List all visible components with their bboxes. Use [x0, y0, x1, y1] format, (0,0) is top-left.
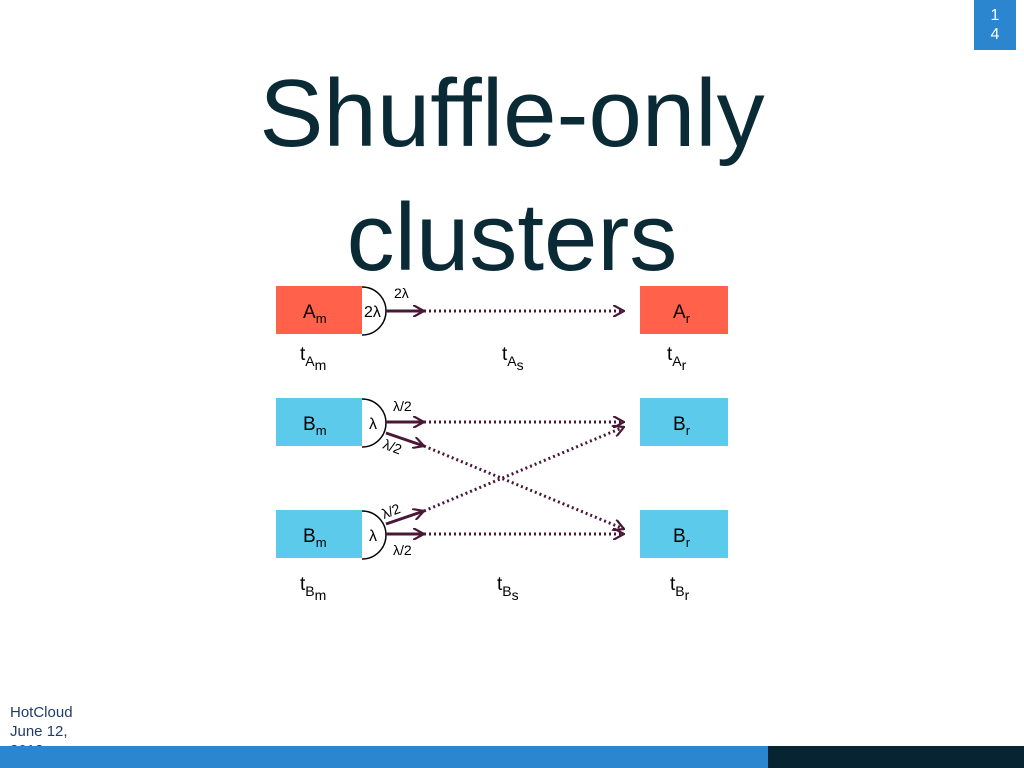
node-b2-m-box — [276, 510, 362, 558]
node-b1-m-box — [276, 398, 362, 446]
node-a-m-box — [276, 286, 362, 334]
rate-b2-in: λ — [369, 528, 377, 545]
node-a-r-label: Ar — [673, 302, 691, 326]
arrow-b2-cross-long — [423, 427, 624, 513]
arrow-b1-cross-long — [423, 444, 624, 529]
node-b1-m-label: Bm — [303, 414, 327, 438]
node-a-r-box — [640, 286, 728, 334]
node-b2-m-label: Bm — [303, 526, 327, 550]
footer-line-1: HotCloud — [10, 704, 73, 721]
title-line-1: Shuffle-only — [259, 60, 765, 167]
node-b1-r-label: Br — [673, 414, 691, 438]
rate-a-out: 2λ — [394, 285, 409, 301]
footer-accent-bar — [0, 746, 768, 768]
rate-b2-out-straight: λ/2 — [393, 542, 412, 558]
rate-a-in: 2λ — [364, 304, 381, 321]
arrow-b2-cross-short — [385, 511, 424, 526]
footer-line-2: June 12, — [10, 723, 68, 740]
rate-b1-out-straight: λ/2 — [393, 398, 412, 414]
arrow-b1-cross-short — [385, 431, 424, 446]
time-label-b-s: tBs — [497, 574, 519, 603]
slide-number-digit-1: 1 — [990, 7, 1000, 24]
node-a-m-gate — [361, 286, 387, 336]
slide-number-badge: 1 4 — [974, 0, 1016, 50]
node-b2-r-label: Br — [673, 526, 691, 550]
rate-b1-out-cross: λ/2 — [381, 436, 404, 458]
rate-b1-in: λ — [369, 416, 377, 433]
rate-b2-out-cross: λ/2 — [379, 500, 402, 522]
title-line-2: clusters — [346, 184, 678, 291]
node-b2-m-gate — [361, 510, 387, 560]
slide-title: Shuffle-only clusters — [150, 52, 874, 300]
time-label-b-m: tBm — [300, 574, 326, 603]
time-label-b-r: tBr — [670, 574, 690, 603]
time-label-a-s: tAs — [502, 344, 524, 373]
slide-number-digit-2: 4 — [990, 26, 1000, 43]
footer-dark-bar — [768, 746, 1024, 768]
node-a-m-label: Am — [303, 302, 327, 326]
time-label-a-m: tAm — [300, 344, 326, 373]
node-b2-r-box — [640, 510, 728, 558]
node-b1-m-gate — [361, 398, 387, 448]
node-b1-r-box — [640, 398, 728, 446]
time-label-a-r: tAr — [667, 344, 687, 373]
